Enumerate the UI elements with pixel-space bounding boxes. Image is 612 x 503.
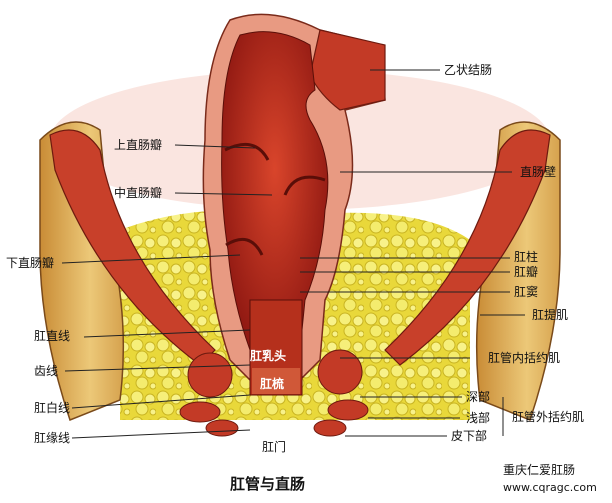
- label-white-line: 肛白线: [34, 401, 71, 415]
- leader-lines: [61, 69, 525, 439]
- label-dentate-line: 齿线: [34, 364, 59, 378]
- upper-rectal-valve: [224, 142, 270, 161]
- left-external-sphincter-superficial: [179, 401, 221, 423]
- lower-rectal-valve: [225, 237, 264, 256]
- label-internal-sphincter: 肛管内括约肌: [488, 351, 561, 365]
- label-deep-part: 深部: [466, 390, 491, 404]
- label-anal-column: 肛柱: [514, 250, 539, 264]
- label-pecten: 肛梳: [260, 377, 285, 391]
- anal-pecten: [252, 368, 300, 394]
- middle-rectal-valve: [283, 175, 326, 196]
- label-anal-valve: 肛瓣: [514, 265, 539, 279]
- label-sigmoid-colon: 乙状结肠: [444, 63, 493, 77]
- label-anus: 肛门: [262, 440, 287, 454]
- right-external-sphincter-subcutaneous: [313, 419, 347, 437]
- label-upper-rectal-valve: 上直肠瓣: [114, 138, 163, 152]
- label-anal-verge: 肛缘线: [34, 431, 71, 445]
- label-subcutaneous-part: 皮下部: [451, 429, 488, 443]
- right-external-sphincter-superficial: [327, 399, 369, 421]
- label-levator-ani: 肛提肌: [532, 308, 569, 322]
- label-anorectal-line: 肛直线: [34, 329, 71, 343]
- label-lower-rectal-valve: 下直肠瓣: [6, 256, 55, 270]
- left-external-sphincter-deep: [187, 352, 233, 398]
- credit-url: www.cqragc.com: [503, 481, 597, 494]
- label-external-sphincter: 肛管外括约肌: [512, 410, 585, 424]
- label-anal-papilla: 肛乳头: [250, 349, 287, 363]
- label-rectal-wall: 直肠壁: [520, 165, 557, 179]
- right-external-sphincter-deep: [317, 349, 363, 395]
- right-levator-ani: [384, 129, 551, 366]
- label-superficial-part: 浅部: [466, 411, 491, 425]
- diagram-title: 肛管与直肠: [230, 475, 306, 493]
- label-middle-rectal-valve: 中直肠瓣: [114, 186, 163, 200]
- rectal-lumen: [221, 31, 329, 376]
- credit-name: 重庆仁爱肛肠: [503, 463, 576, 477]
- label-anal-sinus: 肛窦: [514, 285, 539, 299]
- left-levator-ani: [49, 129, 216, 366]
- left-external-sphincter-subcutaneous: [205, 419, 239, 437]
